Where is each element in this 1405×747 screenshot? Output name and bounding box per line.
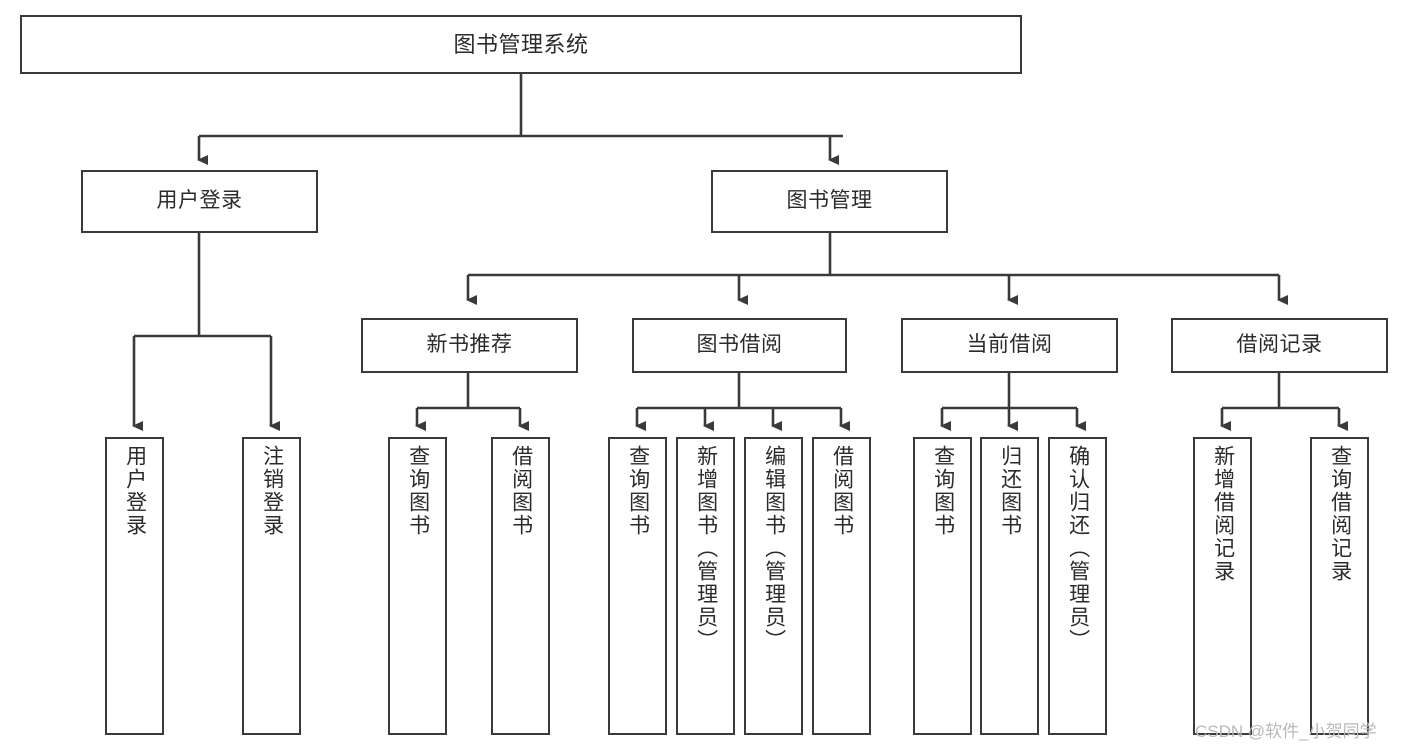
leaf-query-borrow-record[interactable]: 查询借阅记录: [1310, 437, 1369, 735]
node-label: 查询图书: [931, 445, 955, 537]
node-label: 图书管理: [786, 189, 873, 213]
node-borrow-record[interactable]: 借阅记录: [1171, 318, 1388, 373]
node-label: 查询图书: [406, 445, 430, 537]
node-label: 确认归还（管理员）: [1066, 445, 1090, 652]
leaf-query-book-borrow[interactable]: 查询图书: [608, 437, 667, 735]
node-label: 查询图书: [626, 445, 650, 537]
node-label: 图书管理系统: [453, 31, 589, 57]
leaf-logout[interactable]: 注销登录: [242, 437, 301, 735]
leaf-confirm-return-admin[interactable]: 确认归还（管理员）: [1048, 437, 1107, 735]
leaf-user-login[interactable]: 用户登录: [105, 437, 164, 735]
node-label: 查询借阅记录: [1328, 445, 1352, 583]
node-label: 注销登录: [260, 445, 284, 537]
node-label: 借阅图书: [830, 445, 854, 537]
node-label: 编辑图书（管理员）: [762, 445, 786, 652]
node-book-borrow[interactable]: 图书借阅: [632, 318, 847, 373]
node-root-system[interactable]: 图书管理系统: [20, 15, 1022, 74]
node-book-management[interactable]: 图书管理: [711, 170, 948, 233]
node-user-login[interactable]: 用户登录: [81, 170, 318, 233]
leaf-return-book[interactable]: 归还图书: [980, 437, 1039, 735]
node-label: 新书推荐: [426, 333, 513, 357]
node-label: 图书借阅: [696, 333, 783, 357]
node-label: 归还图书: [998, 445, 1022, 537]
node-label: 借阅图书: [509, 445, 533, 537]
leaf-borrow-book-newbook[interactable]: 借阅图书: [491, 437, 550, 735]
node-new-book-recommend[interactable]: 新书推荐: [361, 318, 578, 373]
node-label: 借阅记录: [1236, 333, 1323, 357]
leaf-borrow-book[interactable]: 借阅图书: [812, 437, 871, 735]
node-label: 新增图书（管理员）: [694, 445, 718, 652]
node-current-borrow[interactable]: 当前借阅: [901, 318, 1118, 373]
node-label: 用户登录: [156, 189, 243, 213]
leaf-query-book-current[interactable]: 查询图书: [913, 437, 972, 735]
node-label: 新增借阅记录: [1211, 445, 1235, 583]
node-label: 当前借阅: [966, 333, 1053, 357]
node-label: 用户登录: [123, 445, 147, 537]
leaf-add-book-admin[interactable]: 新增图书（管理员）: [676, 437, 735, 735]
leaf-query-book-newbook[interactable]: 查询图书: [388, 437, 447, 735]
leaf-add-borrow-record[interactable]: 新增借阅记录: [1193, 437, 1252, 735]
leaf-edit-book-admin[interactable]: 编辑图书（管理员）: [744, 437, 803, 735]
